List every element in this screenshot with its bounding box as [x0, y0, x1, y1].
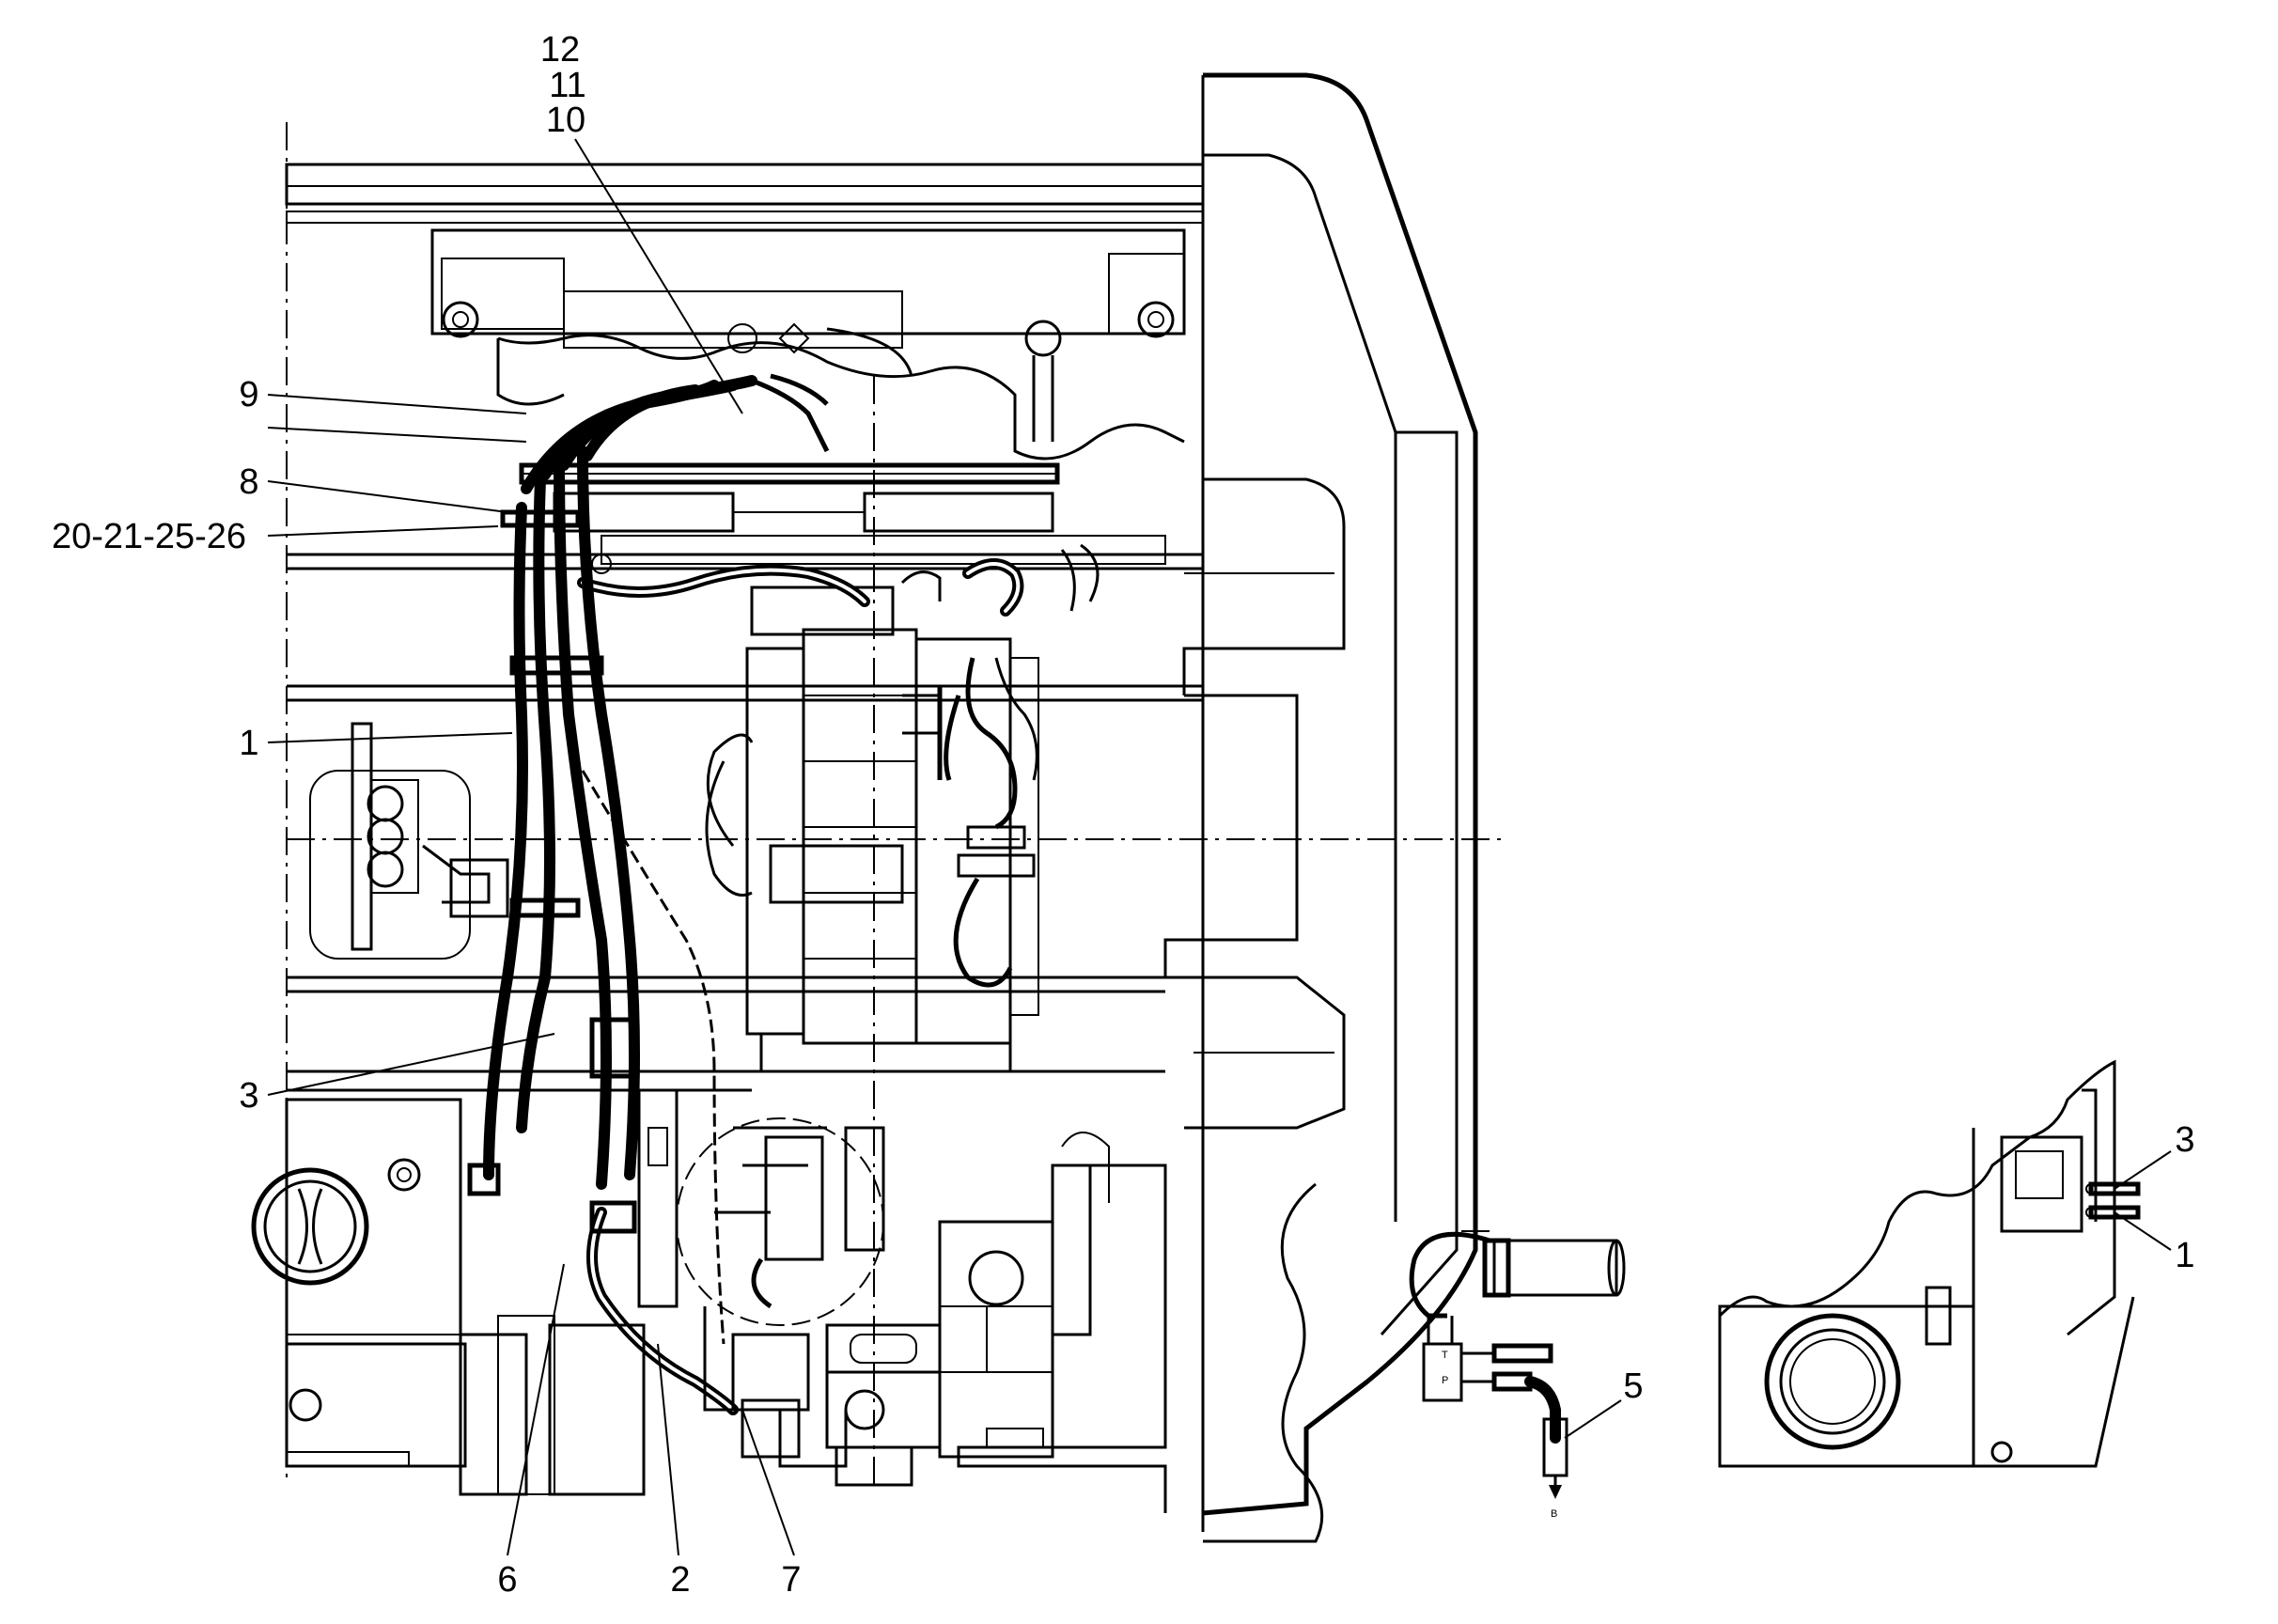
callout-2: 2	[670, 1560, 690, 1600]
upper-assembly	[430, 228, 1186, 565]
callout-1-detail: 1	[2175, 1236, 2194, 1275]
callout-10: 10	[546, 101, 585, 140]
detail-bracket-view	[1718, 1059, 2172, 1468]
tank	[251, 1098, 646, 1496]
detail-fitting-view: T P B	[1409, 1230, 1626, 1520]
pump-assembly	[637, 1088, 1167, 1513]
port-b-mark: B	[1551, 1508, 1557, 1520]
frame-rails	[285, 163, 1205, 1335]
leaders	[267, 138, 795, 1556]
callout-5: 5	[1623, 1366, 1643, 1406]
callout-7: 7	[781, 1560, 801, 1600]
left-valve-block	[309, 722, 509, 960]
engine-block	[705, 586, 1039, 1073]
counterweight	[1163, 72, 1478, 1543]
main-hose-bundle	[467, 373, 830, 1415]
callout-20-21-25-26: 20-21-25-26	[52, 517, 246, 556]
callout-3-main: 3	[239, 1076, 258, 1116]
port-t-mark: T	[1442, 1350, 1448, 1361]
callout-3-detail: 3	[2175, 1120, 2194, 1160]
callout-1-main: 1	[239, 724, 258, 763]
callout-9: 9	[239, 375, 258, 414]
callout-11: 11	[549, 66, 585, 105]
port-p-mark: P	[1442, 1375, 1448, 1386]
callout-12: 12	[540, 30, 580, 70]
upper-hoses	[577, 543, 1100, 617]
callout-6: 6	[497, 1560, 517, 1600]
callout-labels: 12 11 10 9 8 20-21-25-26 1 3 6 2 7 5 3 1	[52, 30, 2195, 1600]
callout-8: 8	[239, 462, 258, 502]
